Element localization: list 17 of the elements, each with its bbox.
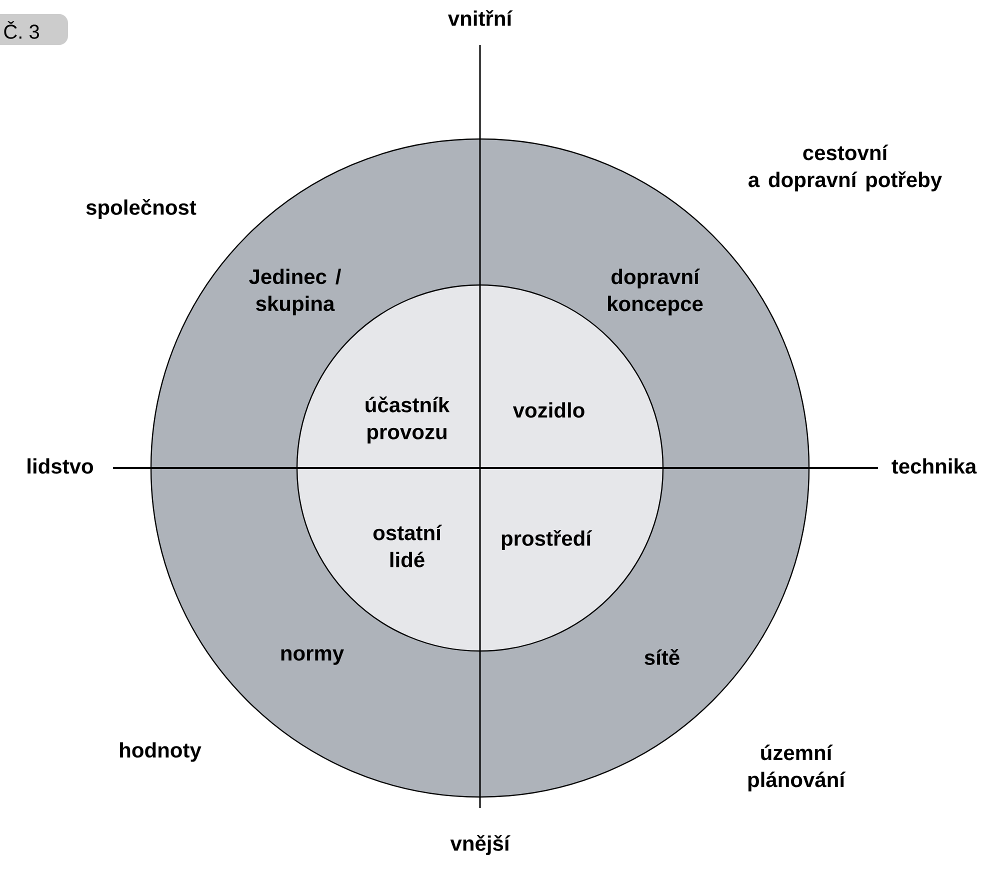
region-label: dopravní koncepce — [608, 268, 703, 316]
axis-label: cestovní a dopravní potřeby — [748, 144, 942, 192]
axis-label: hodnoty — [120, 742, 202, 762]
region-label: prostředí — [502, 530, 592, 550]
axis-label: územní plánování — [748, 744, 846, 792]
region-label: Jedinec / skupina — [249, 268, 342, 316]
region-label: účastník provozu — [366, 396, 450, 444]
axis-label: vnitřní — [448, 10, 513, 26]
region-label: normy — [281, 649, 344, 665]
region-label: vozidlo — [512, 402, 584, 418]
figure-number-badge: Č. 3 — [0, 14, 68, 45]
axis-label: technika — [892, 458, 977, 474]
axis-label: společnost — [86, 198, 196, 220]
axis-label: vnější — [450, 834, 510, 856]
region-label: ostatní lidé — [373, 524, 442, 568]
axis-label: lidstvo — [28, 458, 94, 474]
region-label: sítě — [644, 649, 680, 665]
